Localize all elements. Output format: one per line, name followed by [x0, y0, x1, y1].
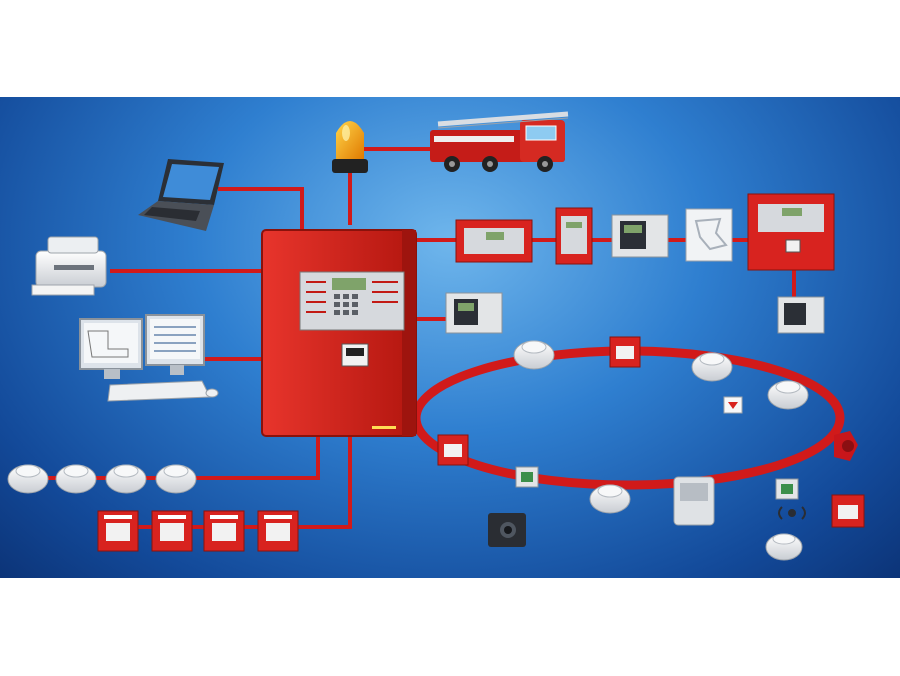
module-icon [775, 478, 799, 500]
computer-icon [79, 314, 219, 402]
loop-devices [437, 336, 865, 561]
diagram-canvas [7, 111, 865, 561]
sounder-icon [834, 431, 858, 461]
smoke-detector-icon [513, 340, 555, 370]
smoke-detector-icon [691, 352, 733, 382]
detector-loop [411, 346, 845, 490]
wireless-icon [778, 506, 806, 520]
repeater-panel-icon [445, 193, 835, 334]
control-panel-icon [261, 229, 417, 437]
call-point-icon [97, 510, 299, 552]
beacon-icon [332, 121, 368, 173]
smoke-detector-icon [765, 533, 803, 561]
printer-icon [31, 236, 107, 296]
smoke-detector-icon [589, 484, 631, 514]
beam-detector-icon [673, 476, 715, 526]
wire-callpoints [118, 432, 352, 529]
camera-icon [488, 513, 526, 547]
call-point-icon [437, 434, 469, 466]
laptop-icon [138, 159, 224, 231]
smoke-detector-icon [7, 464, 197, 494]
fire-truck-icon [430, 111, 569, 172]
wire-laptop [218, 187, 304, 231]
smoke-detector-icon [767, 380, 809, 410]
indicator-icon [723, 396, 743, 414]
module-icon [515, 466, 539, 488]
call-point-icon [609, 336, 641, 368]
call-point-icon [831, 494, 865, 528]
fire-alarm-system-diagram [0, 97, 900, 578]
